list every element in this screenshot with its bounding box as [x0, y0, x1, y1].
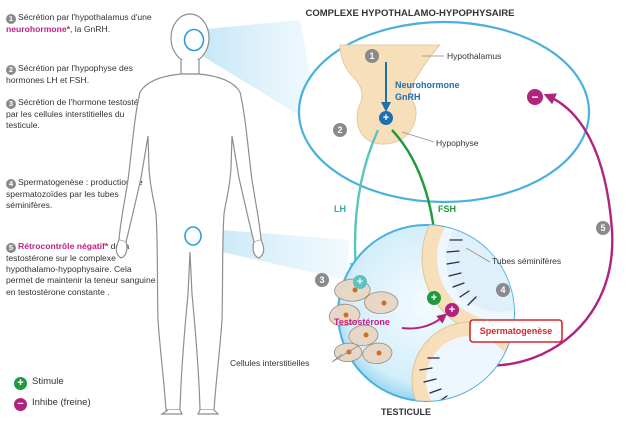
gnrh-label: GnRH [395, 92, 421, 102]
legend-inhibit: −Inhibe (freine) [14, 397, 91, 411]
step-1-badge: 1 [6, 14, 16, 24]
step-2-badge: 2 [6, 65, 16, 75]
fsh-stimulate-icon [427, 291, 441, 305]
testosterone-plus-symbol: + [449, 304, 455, 316]
testosterone-label: Testostérone [334, 317, 390, 327]
legend-inhibit-label: Inhibe (freine) [32, 397, 91, 408]
neurohormone-label: Neurohormone [395, 80, 460, 90]
fsh-plus-symbol: + [431, 292, 437, 304]
testosterone-stimulate-icon [445, 303, 459, 317]
step-4-badge: 4 [6, 179, 16, 189]
step-5-highlight: Rétrocontrôle négatif* [18, 241, 109, 251]
spermatogenese-box [469, 319, 563, 343]
stimulate-icon: + [14, 377, 27, 390]
step-1-text-b: , la GnRH. [69, 24, 111, 34]
lh-arrow [349, 129, 380, 275]
fsh-label: FSH [438, 204, 456, 214]
badge-1: 1 [365, 49, 379, 63]
gnrh-stimulate-icon [379, 111, 393, 125]
step-1-text-a: Sécrétion par l'hypothalamus d'une [18, 12, 152, 22]
step-3-badge: 3 [6, 99, 16, 109]
brain-marker [183, 28, 205, 52]
lh-stimulate-icon [353, 275, 367, 289]
hypophyse-pointer [401, 131, 435, 143]
svg-text:2: 2 [337, 125, 342, 135]
cellules-label: Cellules interstitielles [230, 358, 309, 368]
testicule-label: TESTICULE [381, 407, 431, 417]
step-3-text-a: Sécrétion de l'hormone testostérone par … [6, 97, 156, 131]
zoom-beam-testis [196, 228, 350, 280]
feedback-inhibit-icon [527, 89, 543, 105]
gnrh-plus-symbol: + [383, 112, 389, 124]
svg-text:1: 1 [369, 51, 374, 61]
zoom-beam-head [196, 20, 320, 128]
svg-text:3: 3 [319, 275, 324, 285]
cellules-pointer [331, 345, 359, 363]
legend-stimulate-label: Stimule [32, 376, 64, 387]
complex-title: COMPLEXE HYPOTHALAMO-HYPOPHYSAIRE [305, 8, 514, 19]
step-4-text-a: Spermatogenèse : production de spermatoz… [6, 177, 143, 211]
badge-2: 2 [333, 123, 347, 137]
svg-text:4: 4 [500, 285, 505, 295]
hypothalamus-label: Hypothalamus [447, 51, 501, 61]
inhibit-icon: − [14, 398, 27, 411]
step-1-highlight: neurohormone* [6, 24, 70, 34]
tubes-pointer [465, 247, 491, 263]
lh-label: LH [334, 204, 346, 214]
badge-3: 3 [315, 273, 329, 287]
svg-text:5: 5 [600, 223, 605, 233]
testosterone-arrow [401, 313, 448, 330]
step-2-text-a: Sécrétion par l'hypophyse des hormones L… [6, 63, 133, 85]
badge-5: 5 [596, 221, 610, 235]
hypothalamus-pituitary-shape [339, 44, 441, 145]
step-5-badge: 5 [6, 243, 16, 253]
lh-plus-symbol: + [357, 276, 363, 288]
testis-marker [184, 226, 202, 246]
legend-stimulate: + Stimule [14, 376, 64, 390]
hypophyse-label: Hypophyse [436, 138, 479, 148]
feedback-minus-symbol: − [531, 90, 538, 104]
spermatogenese-label: Spermatogenèse [480, 326, 553, 336]
tubes-label: Tubes séminifères [492, 256, 561, 266]
badge-4: 4 [496, 283, 510, 297]
